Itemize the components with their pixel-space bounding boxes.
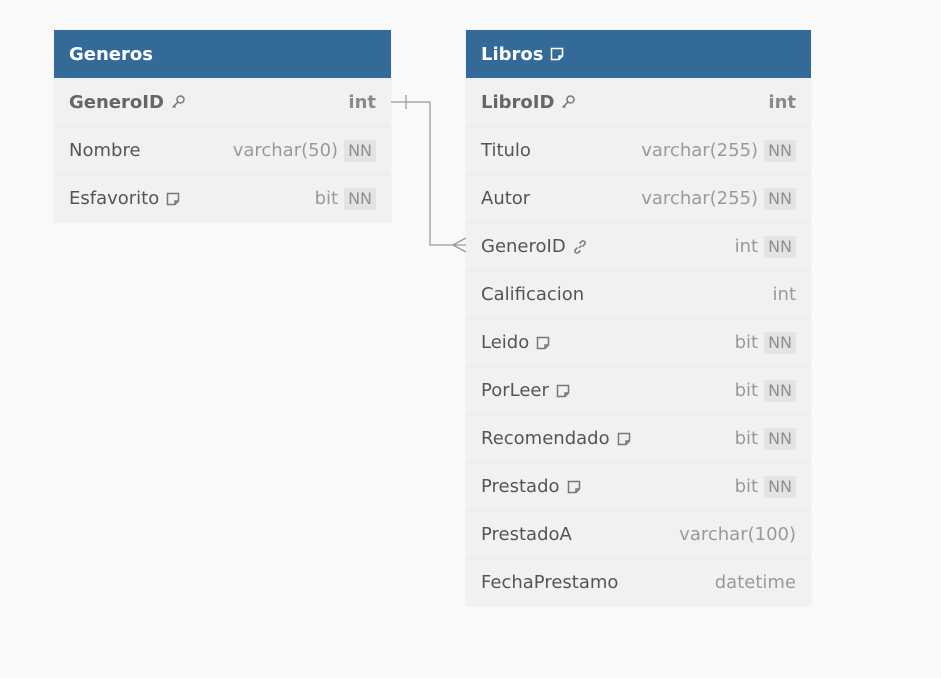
field-name: Nombre: [69, 140, 141, 161]
not-null-badge: NN: [344, 139, 376, 162]
field-name: PrestadoA: [481, 524, 572, 545]
field-type: datetime: [714, 572, 796, 593]
field-row-porleer[interactable]: PorLeer bit NN: [466, 366, 811, 414]
note-icon: [616, 431, 632, 447]
field-type: int: [734, 236, 759, 257]
note-icon: [555, 383, 571, 399]
not-null-badge: NN: [764, 187, 796, 210]
many-marker-top: [452, 237, 467, 246]
not-null-badge: NN: [764, 475, 796, 498]
field-name: Autor: [481, 188, 531, 209]
field-row-autor[interactable]: Autor varchar(255) NN: [466, 174, 811, 222]
field-row-fechaprestamo[interactable]: FechaPrestamo datetime: [466, 558, 811, 606]
field-type: bit: [734, 380, 759, 401]
field-row-nombre[interactable]: Nombre varchar(50) NN: [54, 126, 391, 174]
note-icon: [535, 335, 551, 351]
not-null-badge: NN: [764, 139, 796, 162]
field-type: bit: [734, 476, 759, 497]
table-generos[interactable]: Generos GeneroID int Nombre varchar(50) …: [54, 30, 391, 222]
field-row-prestadoa[interactable]: PrestadoA varchar(100): [466, 510, 811, 558]
not-null-badge: NN: [764, 427, 796, 450]
not-null-badge: NN: [764, 379, 796, 402]
field-row-leido[interactable]: Leido bit NN: [466, 318, 811, 366]
note-icon: [165, 191, 181, 207]
link-icon: [572, 239, 588, 255]
table-header-generos[interactable]: Generos: [54, 30, 391, 78]
table-title: Libros: [481, 43, 544, 65]
note-icon: [566, 479, 582, 495]
field-type: varchar(50): [232, 140, 339, 161]
field-type: varchar(100): [679, 524, 796, 545]
field-row-libroid[interactable]: LibroID int: [466, 78, 811, 126]
field-name: Leido: [481, 332, 551, 353]
field-name: GeneroID: [69, 92, 186, 113]
field-name: LibroID: [481, 92, 576, 113]
field-name: GeneroID: [481, 236, 588, 257]
field-name: Calificacion: [481, 284, 585, 305]
field-type: bit: [314, 188, 339, 209]
not-null-badge: NN: [764, 235, 796, 258]
key-icon: [170, 94, 186, 110]
field-row-generoid[interactable]: GeneroID int: [54, 78, 391, 126]
field-type: bit: [734, 332, 759, 353]
not-null-badge: NN: [764, 331, 796, 354]
field-type: varchar(255): [641, 140, 759, 161]
field-type: bit: [734, 428, 759, 449]
note-icon: [549, 46, 565, 62]
field-name: FechaPrestamo: [481, 572, 619, 593]
many-marker-bottom: [452, 244, 467, 253]
field-row-calificacion[interactable]: Calificacion int: [466, 270, 811, 318]
field-row-prestado[interactable]: Prestado bit NN: [466, 462, 811, 510]
not-null-badge: NN: [344, 187, 376, 210]
field-row-titulo[interactable]: Titulo varchar(255) NN: [466, 126, 811, 174]
field-name: Prestado: [481, 476, 582, 497]
table-libros[interactable]: Libros LibroID int Titulo varchar(255) N…: [466, 30, 811, 606]
field-row-generoid-fk[interactable]: GeneroID int NN: [466, 222, 811, 270]
field-type: int: [348, 91, 376, 113]
field-type: int: [768, 91, 796, 113]
key-icon: [560, 94, 576, 110]
field-row-esfavorito[interactable]: Esfavorito bit NN: [54, 174, 391, 222]
field-name: Titulo: [481, 140, 531, 161]
field-type: varchar(255): [641, 188, 759, 209]
field-type: int: [772, 284, 796, 305]
field-name: PorLeer: [481, 380, 571, 401]
field-row-recomendado[interactable]: Recomendado bit NN: [466, 414, 811, 462]
field-name: Esfavorito: [69, 188, 181, 209]
field-name: Recomendado: [481, 428, 632, 449]
table-title: Generos: [69, 43, 153, 65]
table-header-libros[interactable]: Libros: [466, 30, 811, 78]
